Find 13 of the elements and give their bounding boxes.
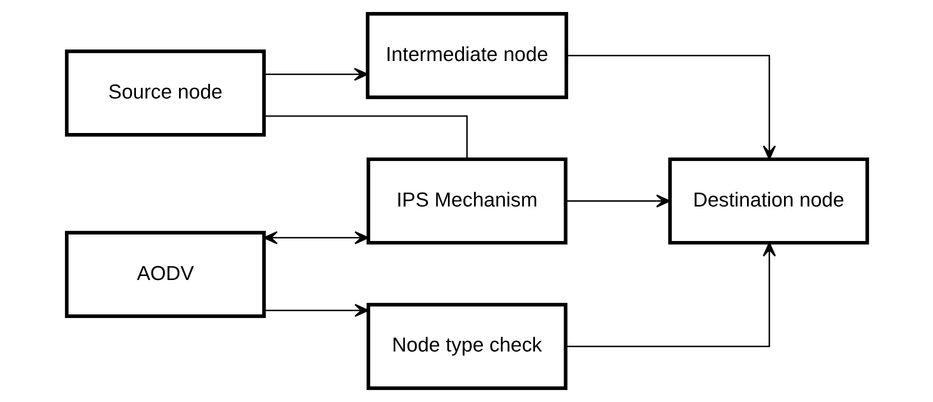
node-box: AODV [64, 230, 266, 318]
arrow [264, 304, 368, 317]
node-box: Intermediate node [365, 12, 568, 100]
arrow [264, 68, 368, 81]
arrow [566, 242, 776, 348]
connector [264, 115, 468, 160]
node-box: Destination node [668, 157, 869, 245]
arrow [262, 231, 368, 244]
arrow [566, 54, 776, 160]
node-box: Node type check [366, 302, 567, 390]
node-box: IPS Mechanism [366, 157, 567, 245]
node-box: Source node [64, 49, 266, 137]
arrow [565, 194, 670, 208]
